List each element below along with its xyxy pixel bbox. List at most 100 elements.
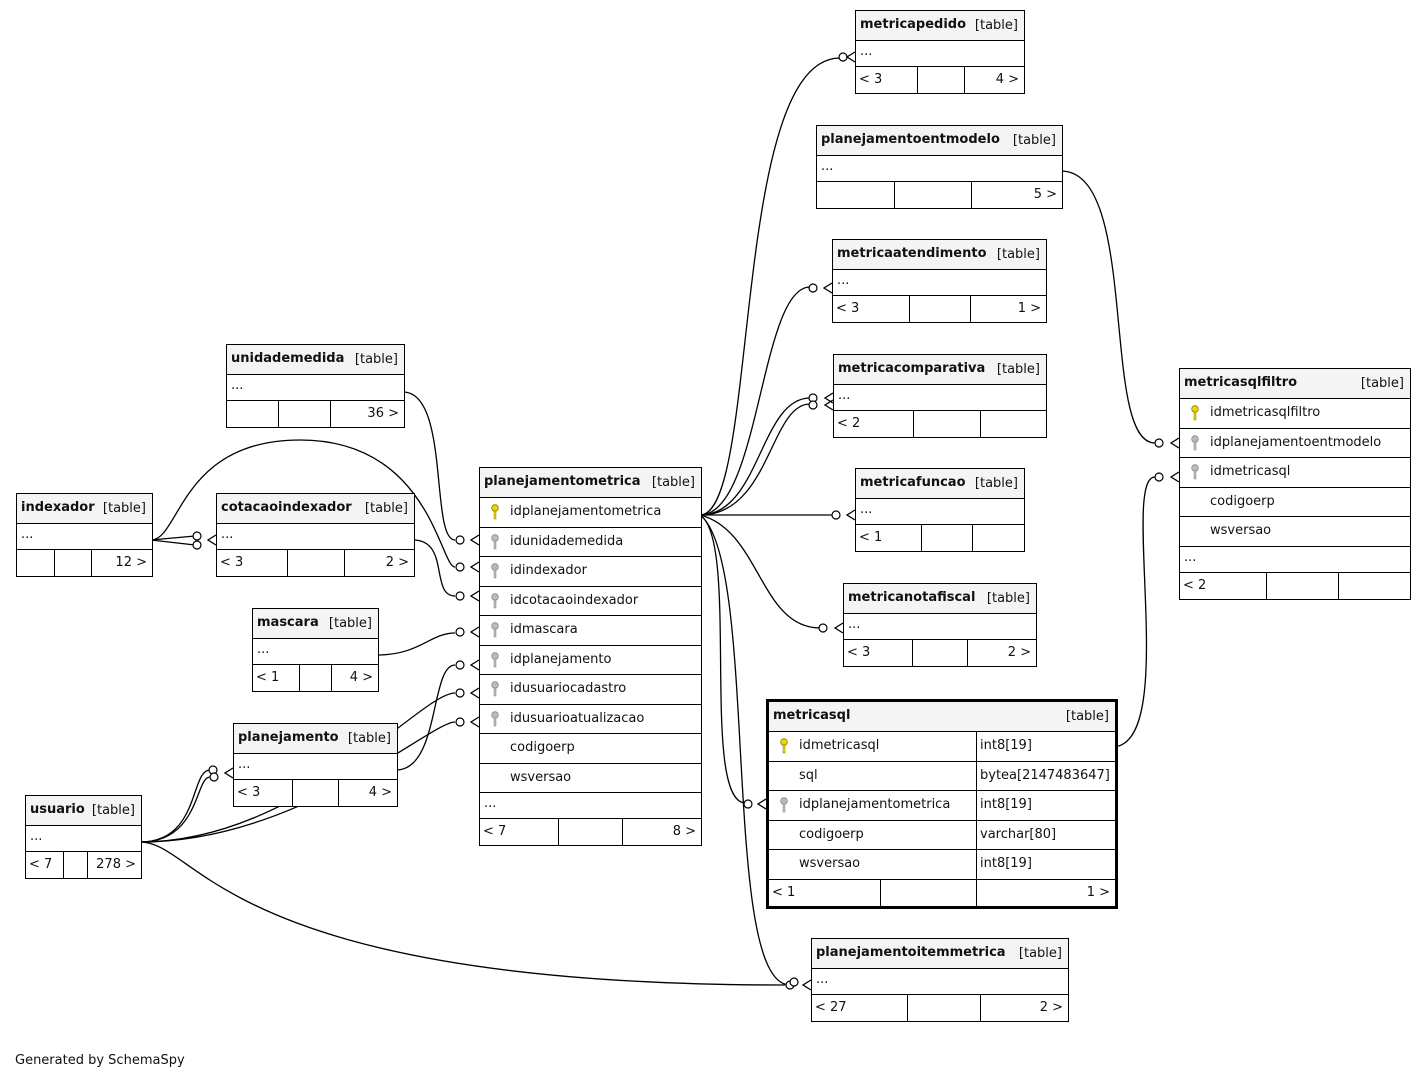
row-count-cell [287, 550, 345, 576]
more-columns-row: ... [480, 793, 701, 819]
table-indexador[interactable]: indexador[table]...12 > [16, 493, 153, 577]
column-row[interactable]: idplanejamento [480, 646, 701, 675]
column-row[interactable]: idusuariocadastro [480, 675, 701, 705]
column-row[interactable]: codigoerp [1180, 488, 1410, 517]
relationship-line [139, 776, 211, 843]
children-count-cell[interactable]: 8 > [622, 819, 701, 845]
parents-count-cell[interactable]: < 3 [833, 296, 909, 322]
more-columns-row: ... [817, 156, 1062, 182]
parents-count-cell[interactable] [17, 550, 54, 576]
column-name: idusuarioatualizacao [510, 710, 645, 726]
parents-count-cell[interactable]: < 1 [769, 880, 880, 906]
table-type-label: [table] [651, 475, 695, 490]
relationship-line [699, 397, 811, 516]
relationship-line [376, 632, 456, 656]
parents-count-cell[interactable]: < 7 [480, 819, 558, 845]
children-count-cell[interactable]: 2 > [344, 550, 414, 576]
foreign-key-icon [779, 797, 789, 813]
relationship-line [699, 403, 811, 516]
children-count-cell[interactable]: 5 > [971, 182, 1062, 208]
table-type-label: [table] [974, 18, 1018, 33]
parents-count-cell[interactable]: < 3 [856, 67, 917, 93]
parents-count-cell[interactable]: < 1 [856, 525, 921, 551]
parents-count-cell[interactable]: < 3 [234, 780, 292, 806]
ellipsis: ... [837, 273, 850, 288]
column-row[interactable]: idplanejamentoentmodelo [1180, 429, 1410, 458]
table-planejamentometrica[interactable]: planejamentometrica[table]idplanejamento… [479, 467, 702, 846]
cardinality-zero-marker [818, 623, 828, 633]
column-row[interactable]: wsversao [480, 764, 701, 793]
children-count-cell[interactable] [972, 525, 1024, 551]
children-count-cell[interactable]: 4 > [964, 67, 1024, 93]
column-name: wsversao [510, 769, 572, 785]
column-row[interactable]: idindexador [480, 557, 701, 587]
children-count-cell[interactable]: 4 > [338, 780, 397, 806]
column-row[interactable]: idmascara [480, 616, 701, 646]
column-name: idunidademedida [510, 533, 624, 549]
children-count-cell[interactable]: 2 > [980, 995, 1068, 1021]
column-row[interactable]: idmetricasqlfiltro [1180, 399, 1410, 429]
table-metricafuncao[interactable]: metricafuncao[table]...< 1 [855, 468, 1025, 552]
table-header: unidademedida[table] [227, 345, 404, 375]
more-columns-row: ... [844, 614, 1036, 640]
column-row[interactable]: codigoerp [480, 734, 701, 764]
parents-count-cell[interactable]: < 1 [253, 665, 299, 691]
parents-count-cell[interactable]: < 2 [834, 411, 913, 437]
parents-count-cell[interactable]: < 2 [1180, 573, 1266, 599]
table-footer: < 7 8 > [480, 819, 701, 845]
table-name: cotacaoindexador [221, 500, 352, 515]
cardinality-zero-marker [455, 688, 465, 698]
column-row[interactable]: wsversao [1180, 517, 1410, 547]
children-count-cell[interactable]: 278 > [87, 852, 141, 878]
column-row[interactable]: idmetricasql [1180, 458, 1410, 488]
children-count-cell[interactable] [980, 411, 1046, 437]
relationship-line [139, 841, 786, 986]
table-name: indexador [21, 500, 95, 515]
children-count-cell[interactable]: 1 > [970, 296, 1046, 322]
table-header: metricaatendimento[table] [833, 240, 1046, 270]
parents-count-cell[interactable]: < 3 [217, 550, 287, 576]
column-name: idmetricasql [1210, 464, 1291, 479]
table-metricacomparativa[interactable]: metricacomparativa[table]...< 2 [833, 354, 1047, 438]
children-count-cell[interactable]: 4 > [331, 665, 378, 691]
table-header: metricafuncao[table] [856, 469, 1024, 499]
foreign-key-icon [490, 651, 500, 668]
parents-count: < 7 [29, 857, 53, 872]
table-metricasqlfiltro[interactable]: metricasqlfiltro[table]idmetricasqlfiltr… [1179, 368, 1411, 600]
parents-count-cell[interactable]: < 7 [26, 852, 63, 878]
column-row[interactable]: idplanejamentometrica [480, 498, 701, 528]
cardinality-many-marker [469, 590, 480, 602]
table-planejamentoentmodelo[interactable]: planejamentoentmodelo[table]...5 > [816, 125, 1063, 209]
cardinality-many-marker [1169, 471, 1180, 483]
column-row[interactable]: idusuarioatualizacao [480, 705, 701, 734]
column-name: wsversao [799, 856, 861, 871]
parents-count-cell[interactable]: < 3 [844, 640, 912, 666]
children-count-cell[interactable]: 12 > [91, 550, 152, 576]
column-row[interactable]: idcotacaoindexador [480, 587, 701, 616]
children-count-cell[interactable]: 36 > [330, 401, 404, 427]
children-count-cell[interactable] [1338, 572, 1410, 599]
parents-count-cell[interactable] [227, 401, 278, 427]
parents-count-cell[interactable] [817, 182, 894, 208]
table-unidademedida[interactable]: unidademedida[table]...36 > [226, 344, 405, 428]
cardinality-many-marker [822, 282, 833, 294]
children-count: 1 > [1017, 301, 1041, 316]
children-count-cell[interactable]: 2 > [967, 640, 1036, 666]
table-metricaatendimento[interactable]: metricaatendimento[table]... < 3 1 > [832, 239, 1047, 323]
children-count-cell[interactable]: 1 > [976, 879, 1115, 906]
parents-count-cell[interactable]: < 27 [812, 995, 907, 1021]
column-row[interactable]: idunidademedida [480, 528, 701, 557]
